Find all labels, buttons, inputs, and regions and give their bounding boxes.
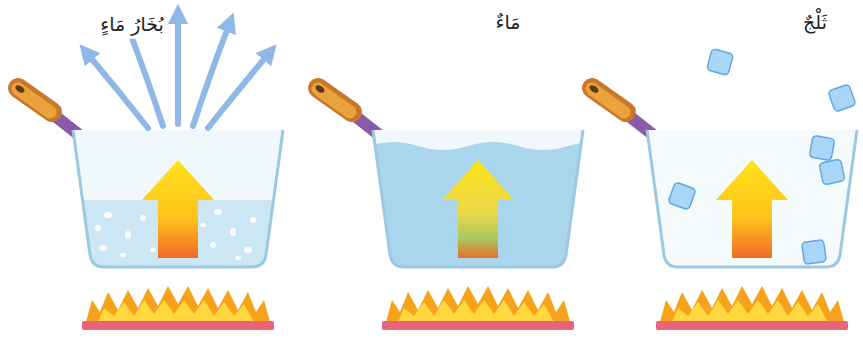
pot-ice (588, 49, 862, 273)
pot-steam (14, 14, 288, 273)
flame (82, 286, 274, 330)
state-label: مَاءٌ (492, 8, 525, 37)
flame (656, 286, 848, 330)
state-label: بُخَارُ مَاءٍ (96, 10, 167, 39)
ice-cube (668, 49, 856, 265)
pot-water (314, 84, 618, 273)
state-label: ثَلْجٌ (799, 8, 831, 37)
flame (382, 286, 574, 330)
